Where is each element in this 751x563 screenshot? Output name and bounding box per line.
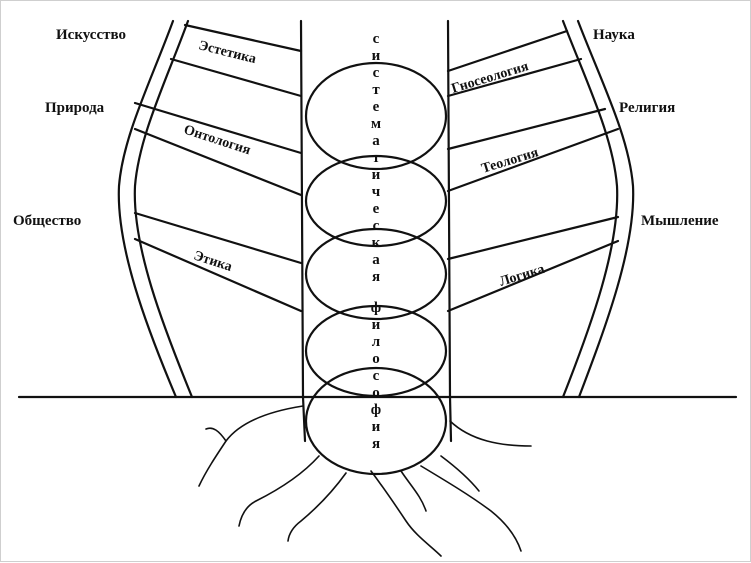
right-band-gnoseology: Гносеология: [448, 31, 581, 97]
trunk-letter: е: [373, 99, 380, 115]
label-science: Наука: [593, 27, 635, 43]
trunk-letter: и: [372, 167, 381, 183]
left-band-ontology: Онтология: [135, 103, 301, 195]
trunk-letter: и: [372, 419, 381, 435]
trunk-letter: я: [372, 436, 380, 452]
trunk-letter: л: [372, 334, 381, 350]
trunk-letter: и: [372, 48, 381, 64]
label-thinking: Мышление: [641, 213, 719, 229]
trunk-letter: ф: [371, 300, 381, 316]
right-band-logic: Логика: [448, 217, 618, 311]
trunk-letter: с: [373, 65, 380, 81]
trunk-letter: ч: [372, 184, 381, 200]
trunk-letter: я: [372, 269, 380, 285]
right-band-theology: Теология: [448, 109, 618, 191]
label-nature: Природа: [45, 100, 105, 116]
band-label-theology: Теология: [480, 145, 541, 177]
band-label-aesthetics: Эстетика: [197, 38, 257, 67]
trunk-letter: е: [373, 201, 380, 217]
band-label-logic: Логика: [498, 262, 547, 290]
trunk-letter: с: [373, 218, 380, 234]
trunk-letter: о: [372, 351, 380, 367]
trunk-letter: с: [373, 368, 380, 384]
label-society: Общество: [13, 213, 81, 229]
trunk-letter: о: [372, 385, 380, 401]
trunk-letter: а: [372, 133, 380, 149]
band-label-ethics: Этика: [192, 249, 234, 275]
label-religion: Религия: [619, 100, 675, 116]
trunk-right-edge: [448, 21, 450, 397]
left-band-ethics: Этика: [135, 213, 301, 311]
trunk-letter: т: [372, 82, 380, 98]
trunk-letter: к: [372, 235, 381, 251]
trunk-letter: а: [372, 252, 380, 268]
right-outer-branch: [563, 21, 633, 397]
roots: [199, 406, 531, 556]
label-art: Искусство: [56, 27, 126, 43]
trunk-root-right: [450, 397, 451, 441]
trunk-root-left: [303, 397, 305, 441]
trunk-letter: и: [372, 317, 381, 333]
trunk-letter: м: [371, 116, 381, 132]
band-label-gnoseology: Гносеология: [450, 59, 531, 97]
left-outer-branch: [119, 21, 192, 397]
trunk-letter: с: [373, 31, 380, 47]
trunk-letter: ф: [371, 402, 381, 418]
trunk-letter: т: [372, 150, 380, 166]
left-band-aesthetics: Эстетика: [171, 25, 301, 96]
trunk-left-edge: [301, 21, 303, 397]
